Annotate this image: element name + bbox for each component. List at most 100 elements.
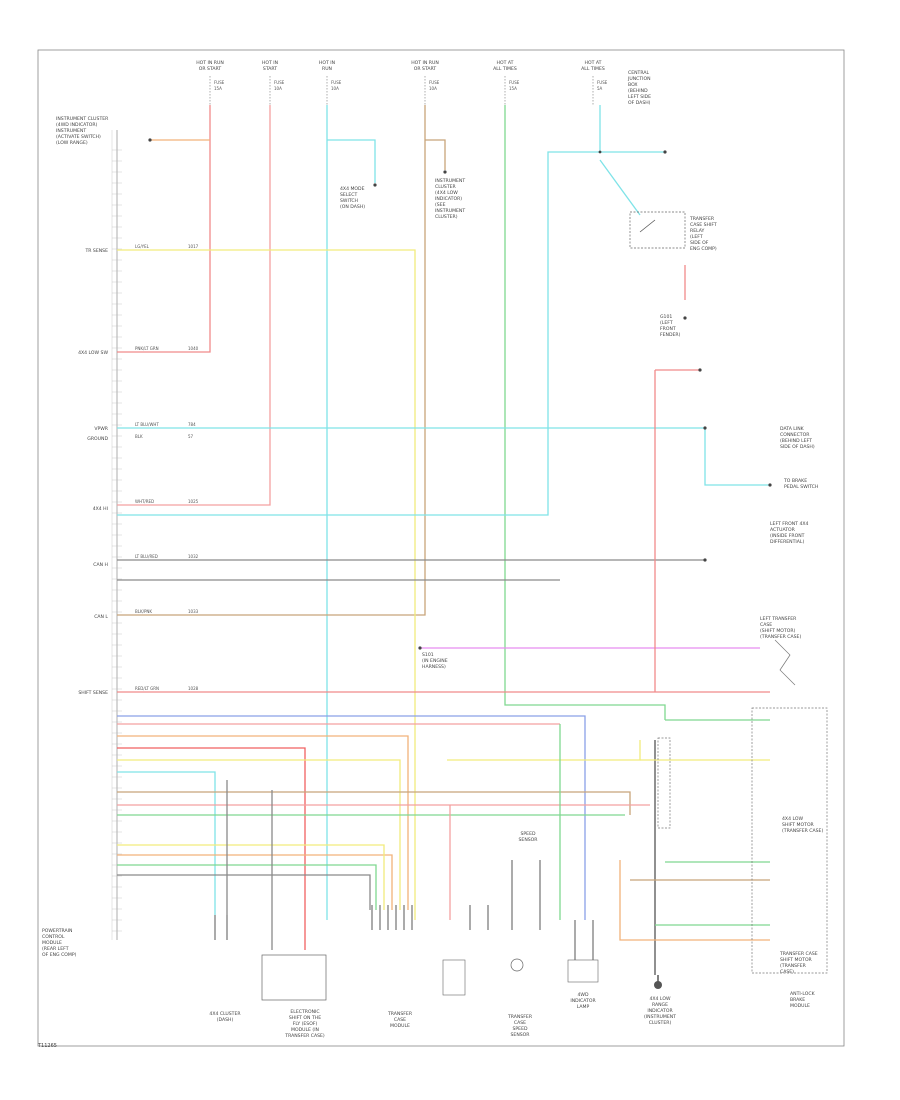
wire-brown-4 xyxy=(117,105,426,616)
svg-text:RELAY: RELAY xyxy=(690,228,705,234)
svg-text:INDICATOR: INDICATOR xyxy=(570,998,596,1004)
svg-text:(INSIDE FRONT: (INSIDE FRONT xyxy=(770,533,805,539)
svg-text:1040: 1040 xyxy=(188,346,199,351)
svg-text:15A: 15A xyxy=(214,86,222,91)
svg-text:(ON DASH): (ON DASH) xyxy=(340,204,365,210)
svg-text:START: START xyxy=(263,66,277,72)
svg-text:FUSE: FUSE xyxy=(214,80,225,85)
svg-text:4X4 HI: 4X4 HI xyxy=(93,506,108,512)
svg-text:ALL TIMES: ALL TIMES xyxy=(581,66,605,72)
svg-text:1017: 1017 xyxy=(188,244,199,249)
svg-text:1028: 1028 xyxy=(188,686,199,691)
left-transfer-case-label: LEFT TRANSFER CASE (SHIFT MOTOR) (TRANSF… xyxy=(760,616,801,640)
wire-yellow-3 xyxy=(447,740,641,761)
mode-select-switch-label: 4X4 MODE SELECT SWITCH (ON DASH) xyxy=(340,186,365,210)
transfer-case-module-box-bottom xyxy=(442,959,466,996)
svg-text:CLUSTER): CLUSTER) xyxy=(435,214,458,220)
svg-text:10A: 10A xyxy=(429,86,437,91)
svg-text:ENG COMP): ENG COMP) xyxy=(690,246,717,252)
wire-brown-2 xyxy=(117,791,631,815)
svg-text:CASE: CASE xyxy=(394,1017,406,1023)
svg-text:INSTRUMENT: INSTRUMENT xyxy=(435,178,465,184)
instrument-cluster-label: INSTRUMENT CLUSTER (4WD INDICATOR) INSTR… xyxy=(56,116,109,146)
svg-text:INDICATOR): INDICATOR) xyxy=(435,196,462,202)
svg-text:OR START: OR START xyxy=(414,66,437,72)
svg-text:TRANSFER CASE): TRANSFER CASE) xyxy=(284,1033,325,1039)
connector-stubs xyxy=(214,860,594,960)
wire-orange-3 xyxy=(117,854,393,910)
svg-text:CLUSTER): CLUSTER) xyxy=(649,1020,672,1026)
svg-text:CASE: CASE xyxy=(760,622,772,628)
wire-brown-branch xyxy=(425,139,446,170)
svg-text:MODULE: MODULE xyxy=(42,940,62,946)
svg-text:15A: 15A xyxy=(509,86,517,91)
svg-text:SIDE OF: SIDE OF xyxy=(690,240,709,246)
svg-text:SHIFT ON THE: SHIFT ON THE xyxy=(289,1015,321,1021)
power-source-hot-start: HOT IN START FUSE 10A xyxy=(262,60,285,91)
svg-text:TRANSFER: TRANSFER xyxy=(387,1011,413,1017)
svg-text:4X4 MODE: 4X4 MODE xyxy=(340,186,365,192)
wire-cyan-right xyxy=(704,428,770,486)
pcm-connector xyxy=(111,130,122,940)
svg-text:(LEFT: (LEFT xyxy=(660,320,673,326)
wire-yellow-2 xyxy=(117,759,401,910)
pcm-wire-labels: LG/YEL 1017 PNK/LT GRN 1040 LT BLU/WHT 7… xyxy=(135,244,199,691)
diagram-frame xyxy=(37,49,845,1047)
svg-text:DIFFERENTIAL): DIFFERENTIAL) xyxy=(770,539,804,545)
wire-cyan-relay-drop xyxy=(599,159,641,216)
svg-text:HOT IN: HOT IN xyxy=(319,60,335,66)
data-link-label: DATA LINK CONNECTOR (BEHIND LEFT SIDE OF… xyxy=(780,426,815,450)
transfer-case-module-box xyxy=(657,639,828,974)
instrument-cluster-mid-label: INSTRUMENT CLUSTER (4X4 LOW INDICATOR) (… xyxy=(435,178,465,220)
svg-text:CAN L: CAN L xyxy=(94,614,108,620)
svg-text:TR SENSE: TR SENSE xyxy=(84,248,108,254)
svg-text:4WD: 4WD xyxy=(577,992,588,998)
power-source-hot-all-times-1: HOT AT ALL TIMES FUSE 15A xyxy=(493,60,520,91)
svg-text:SHIFT MOTOR: SHIFT MOTOR xyxy=(780,957,813,963)
figure-id: T11265 xyxy=(38,1043,57,1049)
svg-text:LG/YEL: LG/YEL xyxy=(135,244,150,249)
svg-text:MODULE (IN: MODULE (IN xyxy=(291,1027,319,1033)
svg-text:FUSE: FUSE xyxy=(274,80,285,85)
b1-line-1: (DASH) xyxy=(217,1017,234,1023)
power-source-hot-all-times-2: HOT AT ALL TIMES FUSE 5A xyxy=(581,60,608,91)
indicator-lamp-box xyxy=(567,959,599,983)
wire-green-3 xyxy=(117,864,377,910)
svg-text:JUNCTION: JUNCTION xyxy=(627,76,651,82)
svg-text:PNK/LT GRN: PNK/LT GRN xyxy=(135,346,159,351)
svg-text:57: 57 xyxy=(188,434,194,439)
svg-text:CAN H: CAN H xyxy=(93,562,108,568)
svg-text:LT BLU/RED: LT BLU/RED xyxy=(135,554,158,559)
svg-text:CENTRAL: CENTRAL xyxy=(628,70,650,76)
wire-pink-2 xyxy=(117,105,271,506)
svg-text:(4X4 LOW: (4X4 LOW xyxy=(435,190,458,196)
svg-text:MODULE: MODULE xyxy=(390,1023,410,1029)
esof-module-box xyxy=(261,954,327,1001)
svg-text:INSTRUMENT CLUSTER: INSTRUMENT CLUSTER xyxy=(56,116,109,122)
svg-text:SWITCH: SWITCH xyxy=(340,198,358,204)
left-front-actuator-label: LEFT FRONT 4X4 ACTUATOR (INSIDE FRONT DI… xyxy=(770,521,809,545)
speed-sensor-symbol xyxy=(510,958,524,972)
power-source-hot-run: HOT IN RUN FUSE 10A xyxy=(319,60,342,91)
svg-text:TO BRAKE: TO BRAKE xyxy=(783,478,807,484)
svg-text:DATA LINK: DATA LINK xyxy=(780,426,805,432)
svg-text:FUSE: FUSE xyxy=(429,80,440,85)
svg-text:(LEFT: (LEFT xyxy=(690,234,703,240)
svg-text:5A: 5A xyxy=(597,86,603,91)
wires xyxy=(117,105,770,975)
svg-text:(BEHIND LEFT: (BEHIND LEFT xyxy=(780,438,812,444)
svg-text:HOT IN RUN: HOT IN RUN xyxy=(411,60,439,66)
brake-switch-label: TO BRAKE PEDAL SWITCH xyxy=(783,478,818,490)
svg-text:SHIFT SENSE: SHIFT SENSE xyxy=(78,690,108,696)
transfer-case-relay: TRANSFER CASE SHIFT RELAY (LEFT SIDE OF … xyxy=(629,211,717,252)
svg-text:RED/LT GRN: RED/LT GRN xyxy=(135,686,159,691)
svg-text:TRANSFER: TRANSFER xyxy=(507,1014,533,1020)
anti-lock-module-label: ANTI-LOCK BRAKE MODULE xyxy=(790,991,816,1009)
svg-text:LEFT FRONT 4X4: LEFT FRONT 4X4 xyxy=(770,521,809,527)
svg-text:4X4 LOW: 4X4 LOW xyxy=(782,816,803,822)
central-junction-box-label: CENTRAL JUNCTION BOX (BEHIND LEFT SIDE O… xyxy=(627,70,651,106)
svg-text:VPWR: VPWR xyxy=(94,426,108,432)
svg-text:HOT IN: HOT IN xyxy=(262,60,278,66)
svg-text:MODULE: MODULE xyxy=(790,1003,810,1009)
shift-motor-label: 4X4 LOW SHIFT MOTOR (TRANSFER CASE) xyxy=(782,816,823,834)
